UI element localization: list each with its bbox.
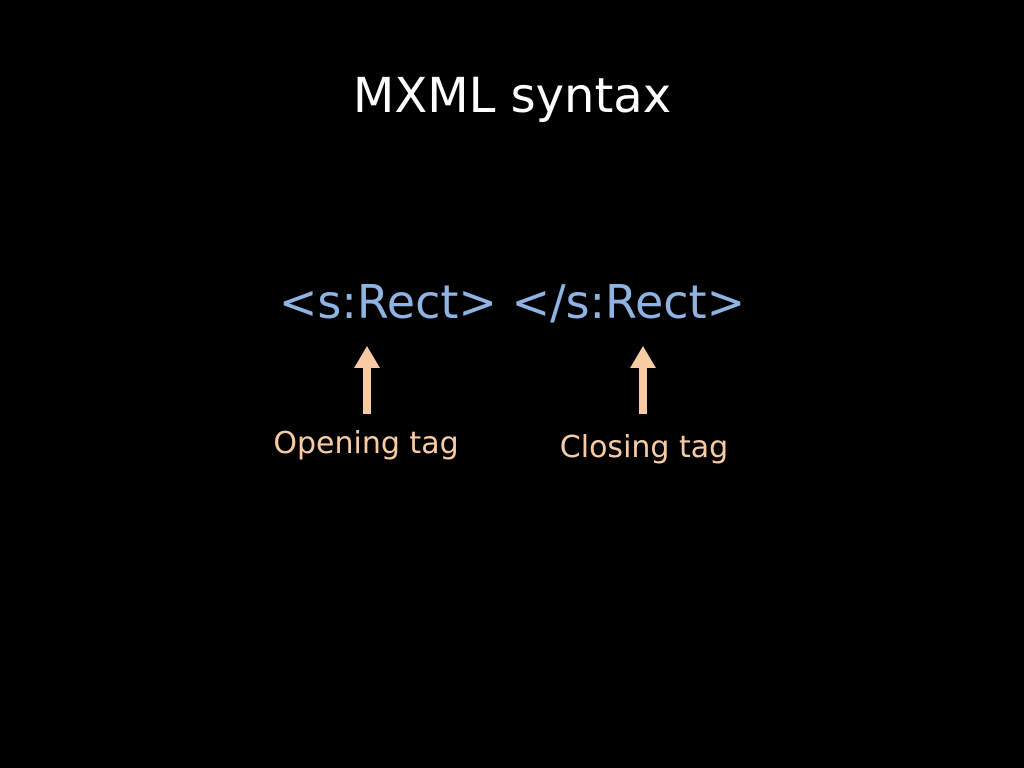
closing-tag-label: Closing tag bbox=[559, 430, 729, 465]
up-arrow-icon bbox=[630, 346, 656, 414]
up-arrow-icon bbox=[354, 346, 380, 414]
slide-title: MXML syntax bbox=[352, 68, 672, 124]
code-example: <s:Rect> </s:Rect> bbox=[278, 275, 746, 329]
opening-tag-label: Opening tag bbox=[273, 426, 459, 461]
